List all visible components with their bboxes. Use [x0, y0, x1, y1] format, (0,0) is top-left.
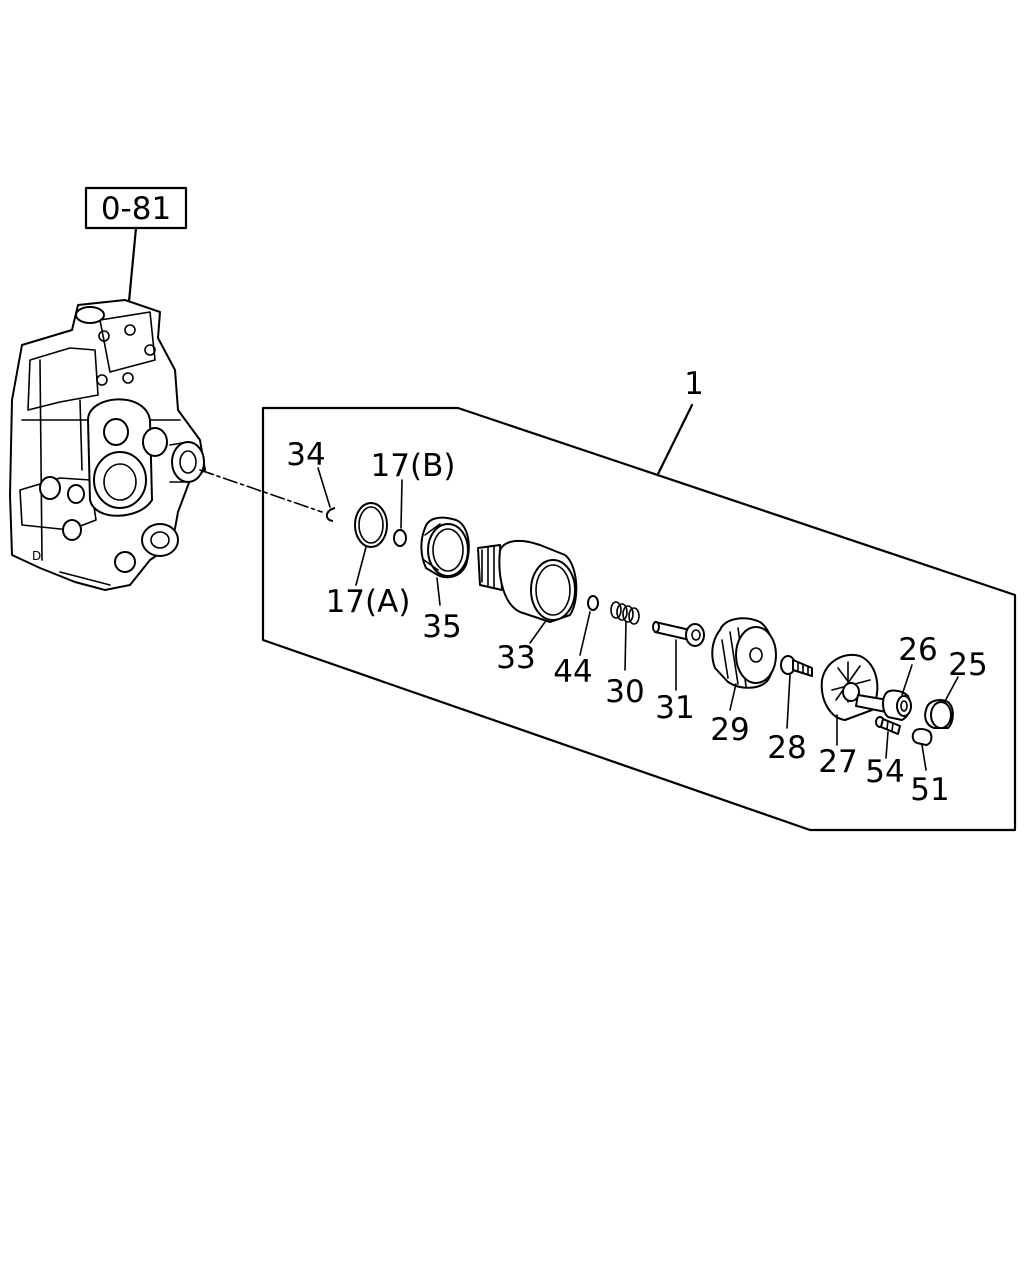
reference-box-label: 0-81: [101, 191, 171, 227]
part-25-cap[interactable]: 25: [924, 647, 988, 729]
part-29-piston[interactable]: 29: [710, 617, 777, 748]
assembly-outline: [261, 406, 1017, 832]
part-35-collar[interactable]: 35: [420, 516, 470, 645]
callout-51: 51: [910, 772, 949, 808]
part-26-sleeve[interactable]: 26: [882, 632, 938, 721]
part-54-bleed-screw[interactable]: 54: [865, 716, 905, 790]
callout-17a: 17(A): [326, 584, 411, 620]
reference-leader: [126, 226, 138, 314]
valve-body-housing: D: [9, 299, 206, 591]
part-31-shaft[interactable]: 31: [652, 621, 705, 726]
part-17b-o-ring[interactable]: 17(B): [371, 448, 456, 547]
callout-27: 27: [818, 744, 857, 780]
callout-31: 31: [655, 690, 694, 726]
callout-1: 1: [684, 366, 704, 402]
callout-44: 44: [553, 654, 592, 690]
callout-25: 25: [948, 647, 987, 683]
part-27-cover-plate[interactable]: 27: [818, 654, 889, 780]
part-30-spring[interactable]: 30: [605, 601, 645, 710]
callout-17b: 17(B): [371, 448, 456, 484]
callout-30: 30: [605, 674, 644, 710]
svg-text:D: D: [32, 549, 41, 563]
part-44-washer[interactable]: 44: [553, 595, 599, 690]
callout-34: 34: [286, 437, 325, 473]
part-51-small-cap[interactable]: 51: [910, 728, 950, 808]
part-17a-o-ring[interactable]: 17(A): [326, 502, 411, 620]
callout-54: 54: [865, 754, 904, 790]
callout-28: 28: [767, 730, 806, 766]
part-28-bolt[interactable]: 28: [767, 655, 813, 766]
part-34-snap-ring[interactable]: 34: [286, 437, 336, 522]
part-33-cylinder[interactable]: 33: [477, 539, 578, 676]
callout-33: 33: [496, 640, 535, 676]
reference-box[interactable]: 0-81: [84, 186, 188, 230]
assembly-axis-line: [199, 469, 323, 513]
callout-29: 29: [710, 712, 749, 748]
callout-26: 26: [898, 632, 937, 668]
callout-35: 35: [422, 609, 461, 645]
